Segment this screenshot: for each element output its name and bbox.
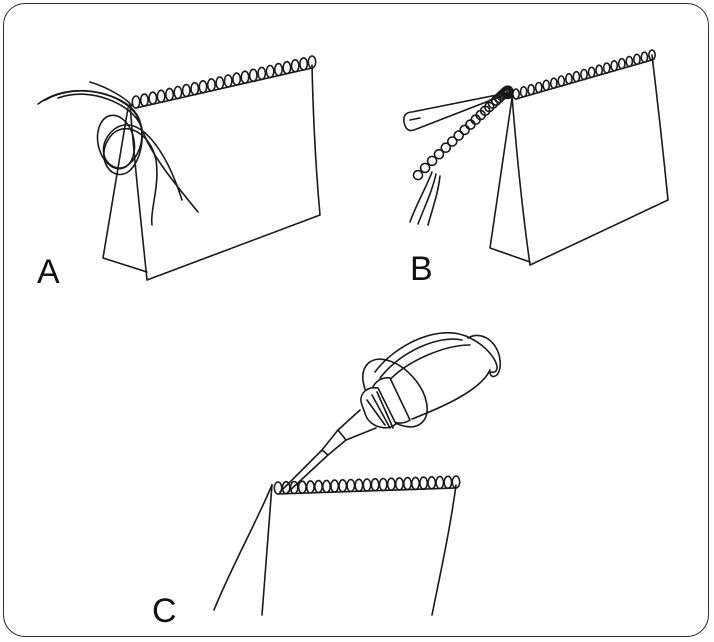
stitch-loop bbox=[206, 78, 216, 92]
stitch-loop bbox=[282, 60, 292, 75]
stitch-loop bbox=[580, 68, 588, 81]
stitch-loop bbox=[346, 478, 356, 493]
stitch-loop bbox=[338, 478, 348, 493]
stitch-loop bbox=[139, 93, 149, 107]
stitch-loop bbox=[378, 477, 388, 492]
panel-a-fabric bbox=[102, 64, 321, 281]
stitch-baseline bbox=[515, 59, 653, 100]
chain-loop bbox=[440, 142, 452, 153]
stitch-loop bbox=[402, 476, 412, 491]
stitch-loop bbox=[297, 480, 307, 495]
stitch-loop bbox=[215, 76, 225, 90]
stitch-loop bbox=[265, 64, 275, 79]
stitch-loop bbox=[321, 479, 331, 494]
panel-b-tail-chain bbox=[412, 85, 514, 181]
stitch-loop bbox=[572, 70, 581, 83]
stitch-loop bbox=[131, 95, 141, 109]
stitch-loop bbox=[549, 77, 558, 89]
panel-a-serged-edge bbox=[131, 55, 317, 109]
stitch-loop bbox=[435, 475, 445, 490]
stitch-loop bbox=[198, 80, 208, 94]
stitch-loop bbox=[625, 55, 634, 68]
chain-loop bbox=[426, 155, 438, 167]
panel-label-b: B bbox=[410, 250, 433, 288]
stitch-loop bbox=[248, 68, 258, 83]
stitch-loop bbox=[394, 477, 404, 491]
stitch-loop bbox=[190, 81, 200, 96]
figure-frame bbox=[3, 3, 709, 637]
stitch-loop bbox=[257, 66, 267, 81]
panel-b-threads bbox=[409, 171, 441, 226]
stitch-loop bbox=[595, 64, 603, 76]
chain-loop bbox=[459, 124, 471, 136]
chain-loop bbox=[412, 169, 424, 181]
panel-b-serged-edge bbox=[512, 49, 656, 100]
chain-loop bbox=[446, 136, 458, 147]
stitch-loop bbox=[527, 83, 535, 96]
stitch-loop bbox=[165, 87, 175, 102]
chain-loop bbox=[453, 130, 465, 141]
chain-loop bbox=[465, 119, 476, 130]
stitch-loop bbox=[419, 476, 429, 490]
stitch-loop bbox=[370, 477, 380, 492]
stitch-loop bbox=[362, 478, 372, 492]
stitch-loop bbox=[557, 75, 566, 87]
stitch-loop bbox=[354, 478, 364, 493]
panel-b-fabric bbox=[489, 54, 669, 266]
stitch-loop bbox=[410, 476, 420, 491]
stitch-loop bbox=[443, 475, 453, 490]
panel-c-seam-sealant-bottle bbox=[279, 332, 501, 495]
stitch-loop bbox=[273, 62, 283, 77]
chain-loop bbox=[419, 162, 431, 174]
stitch-loop bbox=[534, 81, 543, 94]
stitch-loop bbox=[542, 79, 551, 92]
stitch-loop bbox=[305, 480, 315, 494]
stitch-baseline bbox=[135, 67, 313, 109]
stitch-loop bbox=[330, 479, 340, 493]
panel-c-fabric bbox=[213, 484, 457, 616]
stitch-loop bbox=[156, 89, 166, 104]
stitch-loop bbox=[290, 59, 300, 73]
stitch-loop bbox=[512, 88, 520, 100]
stitch-loop bbox=[610, 60, 619, 72]
stitch-loop bbox=[313, 479, 323, 494]
stitch-loop bbox=[173, 85, 183, 100]
stitch-loop bbox=[427, 475, 437, 490]
stitch-loop bbox=[565, 73, 573, 85]
chain-loop bbox=[433, 148, 445, 160]
panel-c-serged-edge bbox=[273, 475, 461, 495]
stitch-loop bbox=[602, 62, 611, 74]
stitch-loop bbox=[148, 91, 158, 105]
stitch-loop bbox=[633, 53, 641, 66]
panel-a-thread-knot bbox=[37, 81, 199, 226]
stitch-loop bbox=[232, 72, 242, 86]
stitch-loop bbox=[240, 70, 250, 84]
stitch-loop bbox=[640, 51, 649, 64]
stitch-loop bbox=[617, 57, 626, 70]
stitch-loop bbox=[386, 477, 396, 492]
stitch-baseline bbox=[277, 487, 457, 495]
stitch-loop bbox=[223, 74, 233, 88]
stitch-loop bbox=[519, 86, 528, 98]
panel-label-c: C bbox=[152, 592, 177, 630]
panel-b-needle bbox=[403, 91, 513, 132]
panel-label-a: A bbox=[37, 253, 60, 291]
stitch-loop bbox=[587, 66, 596, 79]
stitch-loop bbox=[181, 83, 191, 98]
stitch-loop bbox=[299, 57, 309, 71]
